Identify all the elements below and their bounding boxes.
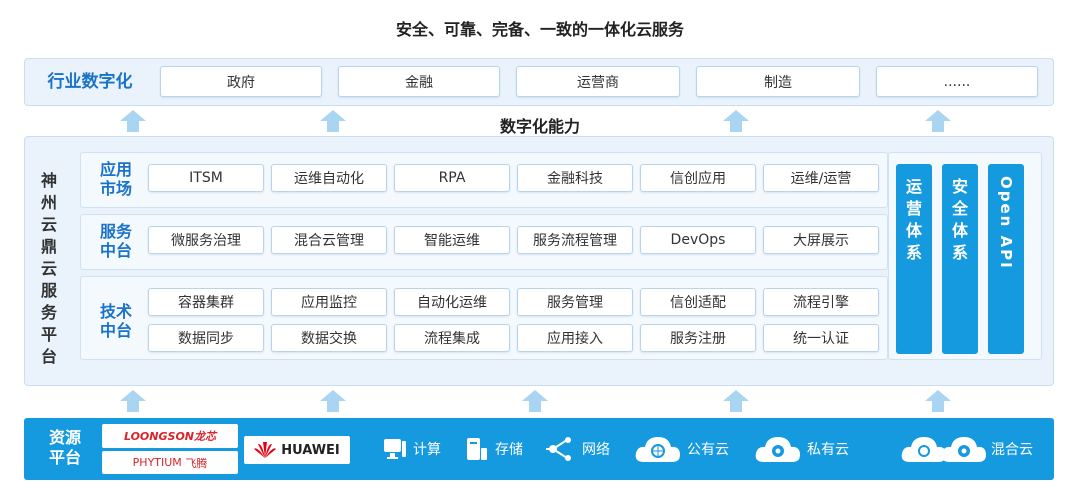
service-chip-hybrid-cloud: 混合云管理 xyxy=(271,226,387,254)
tech-chip-unified-auth: 统一认证 xyxy=(763,324,879,352)
industry-chip-government: 政府 xyxy=(160,66,322,97)
resource-hybrid-cloud-label: 混合云 xyxy=(991,442,1033,458)
arrow-up-icon xyxy=(925,110,951,132)
tech-chip-process-integration: 流程集成 xyxy=(394,324,510,352)
service-chip-aiops: 智能运维 xyxy=(394,226,510,254)
arrow-up-icon xyxy=(522,390,548,412)
phytium-logo-cn: 飞腾 xyxy=(185,456,208,470)
tech-chip-container-cluster: 容器集群 xyxy=(148,288,264,316)
app-row-label: 应用 市场 xyxy=(99,160,132,198)
platform-label-char: 云 xyxy=(40,215,57,234)
storage-icon xyxy=(467,438,487,460)
platform-label-char: 务 xyxy=(40,303,57,322)
arrow-up-icon xyxy=(723,110,749,132)
phytium-logo-text: PHYTIUM xyxy=(132,456,182,469)
arrow-up-icon xyxy=(320,110,346,132)
arrow-up-icon xyxy=(723,390,749,412)
computer-icon xyxy=(384,439,406,459)
tech-chip-app-monitoring: 应用监控 xyxy=(271,288,387,316)
arrow-up-icon xyxy=(120,110,146,132)
security-system-bar: 安 全 体 系 xyxy=(942,164,978,354)
tech-chip-service-mgmt: 服务管理 xyxy=(517,288,633,316)
resource-storage-label: 存储 xyxy=(495,442,523,458)
resource-public-cloud-label: 公有云 xyxy=(687,442,729,458)
arrow-up-icon xyxy=(320,390,346,412)
industry-chip-telecom: 运营商 xyxy=(516,66,680,97)
service-chip-devops: DevOps xyxy=(640,226,756,254)
resource-private-cloud: 私有云 xyxy=(754,434,849,464)
tech-row-label: 技术 中台 xyxy=(99,302,132,340)
security-system-char: 系 xyxy=(951,243,968,262)
resource-private-cloud-label: 私有云 xyxy=(807,442,849,458)
arrow-up-icon xyxy=(925,390,951,412)
operations-system-char: 运 xyxy=(905,177,922,196)
platform-label-char: 神 xyxy=(40,171,57,190)
operations-system-bar: 运 营 体 系 xyxy=(896,164,932,354)
loongson-logo-text: LOONGSON xyxy=(123,429,195,443)
app-chip-ops-automation: 运维自动化 xyxy=(271,164,387,192)
industry-chip-finance: 金融 xyxy=(338,66,500,97)
resource-network: 网络 xyxy=(543,436,610,462)
resource-compute-label: 计算 xyxy=(413,442,441,458)
industry-chip-manufacturing: 制造 xyxy=(696,66,860,97)
tech-chip-service-registry: 服务注册 xyxy=(640,324,756,352)
security-system-char: 全 xyxy=(951,199,968,218)
open-api-bar: Open API xyxy=(988,164,1024,354)
service-chip-process-mgmt: 服务流程管理 xyxy=(517,226,633,254)
phytium-logo: PHYTIUM 飞腾 xyxy=(102,451,238,474)
hybrid-cloud-icon xyxy=(901,437,986,462)
resource-compute: 计算 xyxy=(382,436,441,462)
app-chip-rpa: RPA xyxy=(394,164,510,192)
tech-chip-app-access: 应用接入 xyxy=(517,324,633,352)
operations-system-char: 系 xyxy=(905,243,922,262)
service-row-label: 服务 中台 xyxy=(99,222,132,260)
service-chip-microservice: 微服务治理 xyxy=(148,226,264,254)
huawei-logo-text: HUAWEI xyxy=(281,442,340,458)
resource-public-cloud: 公有云 xyxy=(634,434,729,464)
diagram-title: 安全、可靠、完备、一致的一体化云服务 xyxy=(395,20,684,39)
tech-chip-data-exchange: 数据交换 xyxy=(271,324,387,352)
service-chip-dashboard: 大屏展示 xyxy=(763,226,879,254)
resource-hybrid-cloud: 混合云 xyxy=(900,434,1033,464)
security-system-char: 安 xyxy=(951,177,968,196)
resource-storage: 存储 xyxy=(464,436,523,462)
platform-label-char: 鼎 xyxy=(40,237,57,256)
platform-label: 神 州 云 鼎 云 服 务 平 台 xyxy=(40,170,60,368)
platform-label-char: 平 xyxy=(40,325,57,344)
platform-label-char: 云 xyxy=(40,259,57,278)
huawei-logo: HUAWEI xyxy=(244,436,350,464)
capability-label: 数字化能力 xyxy=(499,117,580,136)
app-chip-xinchuang-app: 信创应用 xyxy=(640,164,756,192)
private-cloud-icon xyxy=(755,437,800,462)
public-cloud-icon xyxy=(635,437,680,462)
huawei-petal-icon xyxy=(254,442,277,458)
app-chip-fintech: 金融科技 xyxy=(517,164,633,192)
tech-chip-auto-ops: 自动化运维 xyxy=(394,288,510,316)
platform-label-char: 州 xyxy=(40,193,57,212)
arrow-up-icon xyxy=(120,390,146,412)
platform-label-char: 服 xyxy=(40,281,57,300)
industry-chip-more: ...... xyxy=(876,66,1038,97)
industry-label: 行业数字化 xyxy=(47,72,133,92)
platform-label-char: 台 xyxy=(40,347,57,366)
tech-chip-xinchuang-adapt: 信创适配 xyxy=(640,288,756,316)
operations-system-char: 营 xyxy=(905,199,922,218)
open-api-label: Open API xyxy=(997,176,1015,270)
tech-chip-process-engine: 流程引擎 xyxy=(763,288,879,316)
resource-platform-label: 资源 平台 xyxy=(48,428,81,467)
tech-chip-data-sync: 数据同步 xyxy=(148,324,264,352)
app-chip-itsm: ITSM xyxy=(148,164,264,192)
security-system-char: 体 xyxy=(951,221,968,240)
app-chip-ops-operations: 运维/运营 xyxy=(763,164,879,192)
loongson-logo-cn: 龙芯 xyxy=(194,430,217,443)
network-icon xyxy=(546,437,571,461)
resource-network-label: 网络 xyxy=(582,442,610,458)
operations-system-char: 体 xyxy=(905,221,922,240)
